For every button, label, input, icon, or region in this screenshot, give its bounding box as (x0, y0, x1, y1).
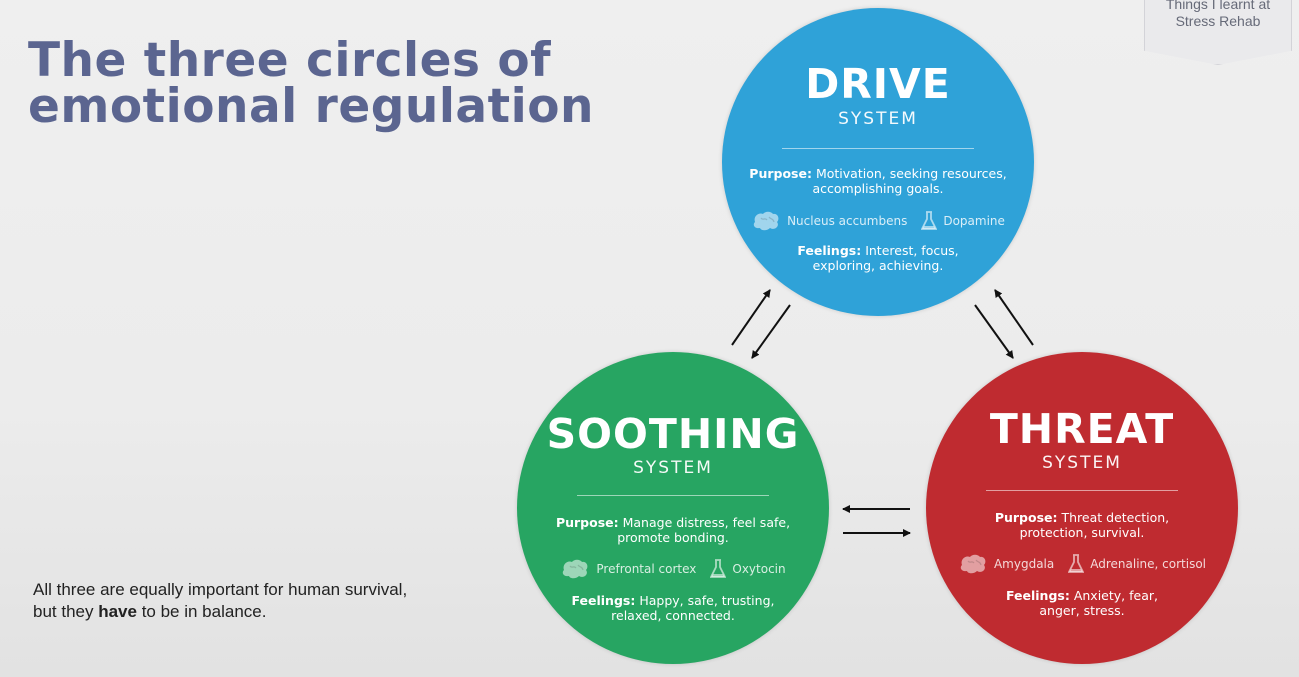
feelings-label: Feelings: (571, 593, 636, 608)
circle-subtitle: SYSTEM (1042, 453, 1122, 473)
purpose-line-2: promote bonding. (617, 530, 729, 545)
neuro-row: Prefrontal cortex Oxytocin (517, 558, 829, 580)
flask-icon (710, 559, 727, 578)
brain-icon (563, 559, 588, 579)
arrow-threat-to-drive (994, 289, 1034, 346)
soothing-system-circle: SOOTHING SYSTEM Purpose: Manage distress… (517, 352, 829, 664)
series-tab: Things I learnt at Stress Rehab (1144, 0, 1292, 65)
slide-caption: All three are equally important for huma… (33, 579, 493, 623)
chemical-item: Oxytocin (710, 558, 786, 580)
chemical-item: Adrenaline, cortisol (1068, 553, 1206, 575)
flask-icon (1068, 554, 1085, 573)
caption-text: but they (33, 602, 99, 621)
divider (986, 490, 1178, 491)
caption-line-1: All three are equally important for huma… (33, 580, 408, 599)
purpose-text: Purpose: Motivation, seeking resources, … (742, 166, 1014, 196)
circle-title: SOOTHING (546, 410, 800, 458)
caption-emphasis: have (98, 602, 137, 621)
feelings-label: Feelings: (1006, 588, 1070, 603)
region-item: Prefrontal cortex (560, 558, 696, 580)
drive-system-circle: DRIVE SYSTEM Purpose: Motivation, seekin… (722, 8, 1034, 316)
region-item: Nucleus accumbens (751, 210, 907, 232)
circle-subtitle: SYSTEM (633, 458, 713, 478)
chemical-label: Adrenaline, cortisol (1090, 557, 1207, 571)
title-line-2: emotional regulation (28, 79, 594, 134)
circle-subtitle: SYSTEM (838, 109, 918, 129)
purpose-line-2: protection, survival. (1019, 525, 1145, 540)
purpose-label: Purpose: (994, 510, 1058, 525)
threat-system-circle: THREAT SYSTEM Purpose: Threat detection,… (926, 352, 1238, 664)
arrow-soothing-to-drive (731, 289, 771, 346)
purpose-label: Purpose: (555, 515, 619, 530)
feelings-line-2: exploring, achieving. (812, 258, 944, 273)
brain-icon (753, 211, 779, 231)
chemical-item: Dopamine (921, 210, 1005, 232)
chemical-label: Oxytocin (732, 562, 786, 576)
purpose-line-1: Manage distress, feel safe, (622, 515, 791, 530)
region-label: Prefrontal cortex (596, 562, 697, 576)
neuro-row: Nucleus accumbens Dopamine (722, 210, 1034, 232)
divider (782, 148, 974, 149)
divider (577, 495, 769, 496)
arrow-drive-to-soothing (751, 304, 791, 359)
arrow-drive-to-threat (974, 304, 1014, 359)
purpose-text: Purpose: Threat detection, protection, s… (946, 510, 1218, 540)
feelings-line-1: Anxiety, fear, (1073, 588, 1158, 603)
chemical-label: Dopamine (943, 214, 1005, 228)
neuro-row: Amygdala Adrenaline, cortisol (926, 553, 1238, 575)
brain-icon (960, 554, 986, 574)
tab-line-1: Things I learnt at (1165, 0, 1271, 12)
tab-line-2: Stress Rehab (1175, 13, 1261, 29)
flask-icon (921, 211, 938, 230)
purpose-line-2: accomplishing goals. (812, 181, 944, 196)
feelings-line-2: anger, stress. (1039, 603, 1125, 618)
title-line-1: The three circles of (28, 33, 552, 88)
circle-title: THREAT (989, 405, 1175, 453)
caption-text: to be in balance. (136, 602, 267, 621)
feelings-line-1: Happy, safe, trusting, (639, 593, 775, 608)
feelings-line-1: Interest, focus, (865, 243, 959, 258)
purpose-text: Purpose: Manage distress, feel safe, pro… (537, 515, 809, 545)
feelings-line-2: relaxed, connected. (611, 608, 735, 623)
region-item: Amygdala (958, 553, 1054, 575)
purpose-line-1: Motivation, seeking resources, (815, 166, 1007, 181)
purpose-line-1: Threat detection, (1061, 510, 1170, 525)
region-label: Nucleus accumbens (787, 214, 908, 228)
circle-title: DRIVE (805, 60, 951, 108)
region-label: Amygdala (993, 557, 1055, 571)
purpose-label: Purpose: (749, 166, 812, 181)
feelings-text: Feelings: Anxiety, fear, anger, stress. (946, 588, 1218, 618)
feelings-text: Feelings: Happy, safe, trusting, relaxed… (537, 593, 809, 623)
feelings-label: Feelings: (797, 243, 862, 258)
feelings-text: Feelings: Interest, focus, exploring, ac… (742, 243, 1014, 273)
caption-line-2: but they have to be in balance. (33, 601, 493, 623)
slide-title: The three circles of emotional regulatio… (28, 33, 594, 134)
